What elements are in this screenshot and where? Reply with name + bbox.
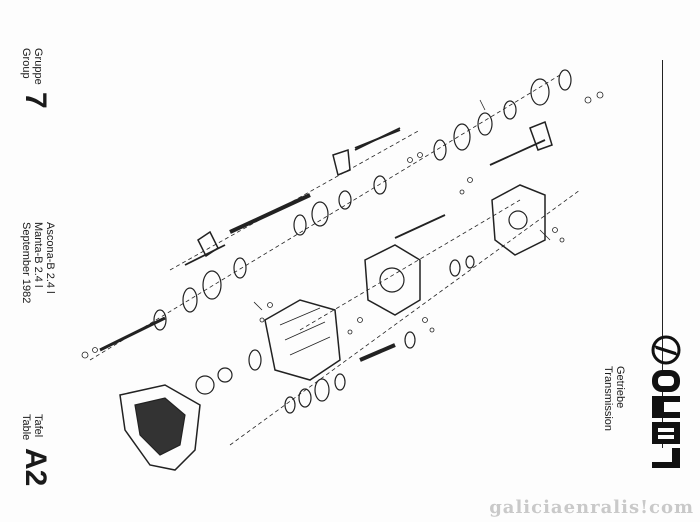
release-bearing [195,349,262,395]
clutch-bell-housing [119,384,201,471]
intermediate-housing [364,244,421,316]
gear-row-upper [153,69,572,331]
shift-rods [184,127,546,266]
input-shaft [99,129,401,352]
rear-extension-housing [491,184,546,256]
bolts-and-washers [81,91,604,359]
opel-brand-wordmark [652,370,680,468]
opel-logo-icon [651,335,681,365]
assembly-axis-lines [89,74,581,446]
gear-row-lower [284,255,475,414]
watermark-text: galiciaenralis!com [489,497,694,518]
main-gearbox-case [264,299,341,381]
section-label-en: Transmission [602,366,614,431]
page-border-line [662,60,663,460]
section-label-de: Getriebe [614,366,626,409]
